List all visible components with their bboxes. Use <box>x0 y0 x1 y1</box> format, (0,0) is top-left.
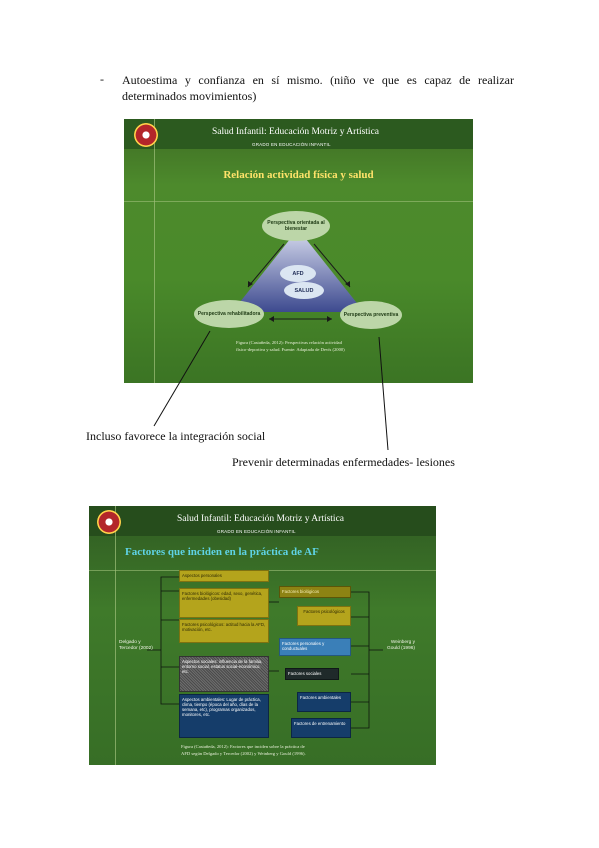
box-factores-sociales: Factores sociales <box>285 668 339 680</box>
slide-subtitle: GRADO EN EDUCACIÓN INFANTIL <box>217 529 296 534</box>
slide-subtitle: GRADO EN EDUCACIÓN INFANTIL <box>252 142 331 147</box>
box-factores-ambientales: Factores ambientales <box>297 692 351 712</box>
node-bienestar: Perspectiva orientada al bienestar <box>262 211 330 241</box>
slide-factores-practica-af: Salud Infantil: Educación Motriz y Artís… <box>89 506 436 765</box>
box-aspectos-sociales: Aspectos sociales: influencia de la fami… <box>179 656 269 692</box>
slide-heading: Factores que inciden en la práctica de A… <box>125 546 319 558</box>
slide-relacion-actividad-fisica: Salud Infantil: Educación Motriz y Artís… <box>124 119 473 383</box>
decor-line <box>154 119 155 383</box>
slide-header <box>89 506 436 536</box>
callout-prevenir-enfermedades: Prevenir determinadas enfermedades- lesi… <box>232 455 455 469</box>
label-weinberg-gould: Weinberg y Gould (1996) <box>387 640 415 651</box>
slide-title: Salud Infantil: Educación Motriz y Artís… <box>212 127 380 137</box>
box-aspectos-ambientales: Aspectos ambientales: Lugar de práctica,… <box>179 694 269 738</box>
node-preventiva: Perspectiva preventiva <box>340 301 402 329</box>
bullet-marker: - <box>100 72 104 86</box>
university-logo <box>97 510 121 534</box>
slide-title: Salud Infantil: Educación Motriz y Artís… <box>177 514 345 524</box>
box-factores-entrenamiento: Factores de entrenamiento <box>291 718 351 738</box>
box-factores-biologicos-right: Factores biológicos <box>279 586 351 598</box>
box-aspectos-personales: Aspectos personales <box>179 570 269 582</box>
university-logo <box>134 123 158 147</box>
decor-line <box>124 201 473 202</box>
arrow-top-right <box>313 243 351 288</box>
box-factores-psicologicos-right: Factores psicológicos <box>297 606 351 626</box>
bullet-text: Autoestima y confianza en sí mismo. (niñ… <box>122 73 514 103</box>
node-rehabilitadora: Perspectiva rehabilitadora <box>194 300 264 328</box>
callout-integracion-social: Incluso favorece la integración social <box>86 429 266 443</box>
figure-caption-line2: AFD según Delgado y Tercedor (2002) y We… <box>181 751 306 756</box>
arrow-top-left <box>247 243 285 288</box>
pill-afd: AFD <box>280 265 316 282</box>
slide-heading: Relación actividad física y salud <box>223 169 374 181</box>
figure-caption-line1: Figura (Castañeda, 2012): Perspectivas r… <box>236 340 342 345</box>
pill-salud: SALUD <box>284 282 324 299</box>
slide-header <box>124 119 473 149</box>
figure-caption-line2: físico-deportiva y salud. Fuente: Adapta… <box>236 347 345 352</box>
label-delgado-tercedor: Delgado y Tercedor (2002) <box>119 640 153 651</box>
decor-line <box>115 506 116 765</box>
connector-lines <box>147 576 383 729</box>
box-factores-biologicos-left: Factores biológicos: edad, sexo, genétic… <box>179 588 269 618</box>
box-factores-personales-conductuales: Factores personales y conductuales <box>279 638 351 656</box>
figure-caption-line1: Figura (Castañeda, 2012): Factores que i… <box>181 744 305 749</box>
box-factores-psicologicos-left: Factores psicológicos: actitud hacia la … <box>179 619 269 643</box>
